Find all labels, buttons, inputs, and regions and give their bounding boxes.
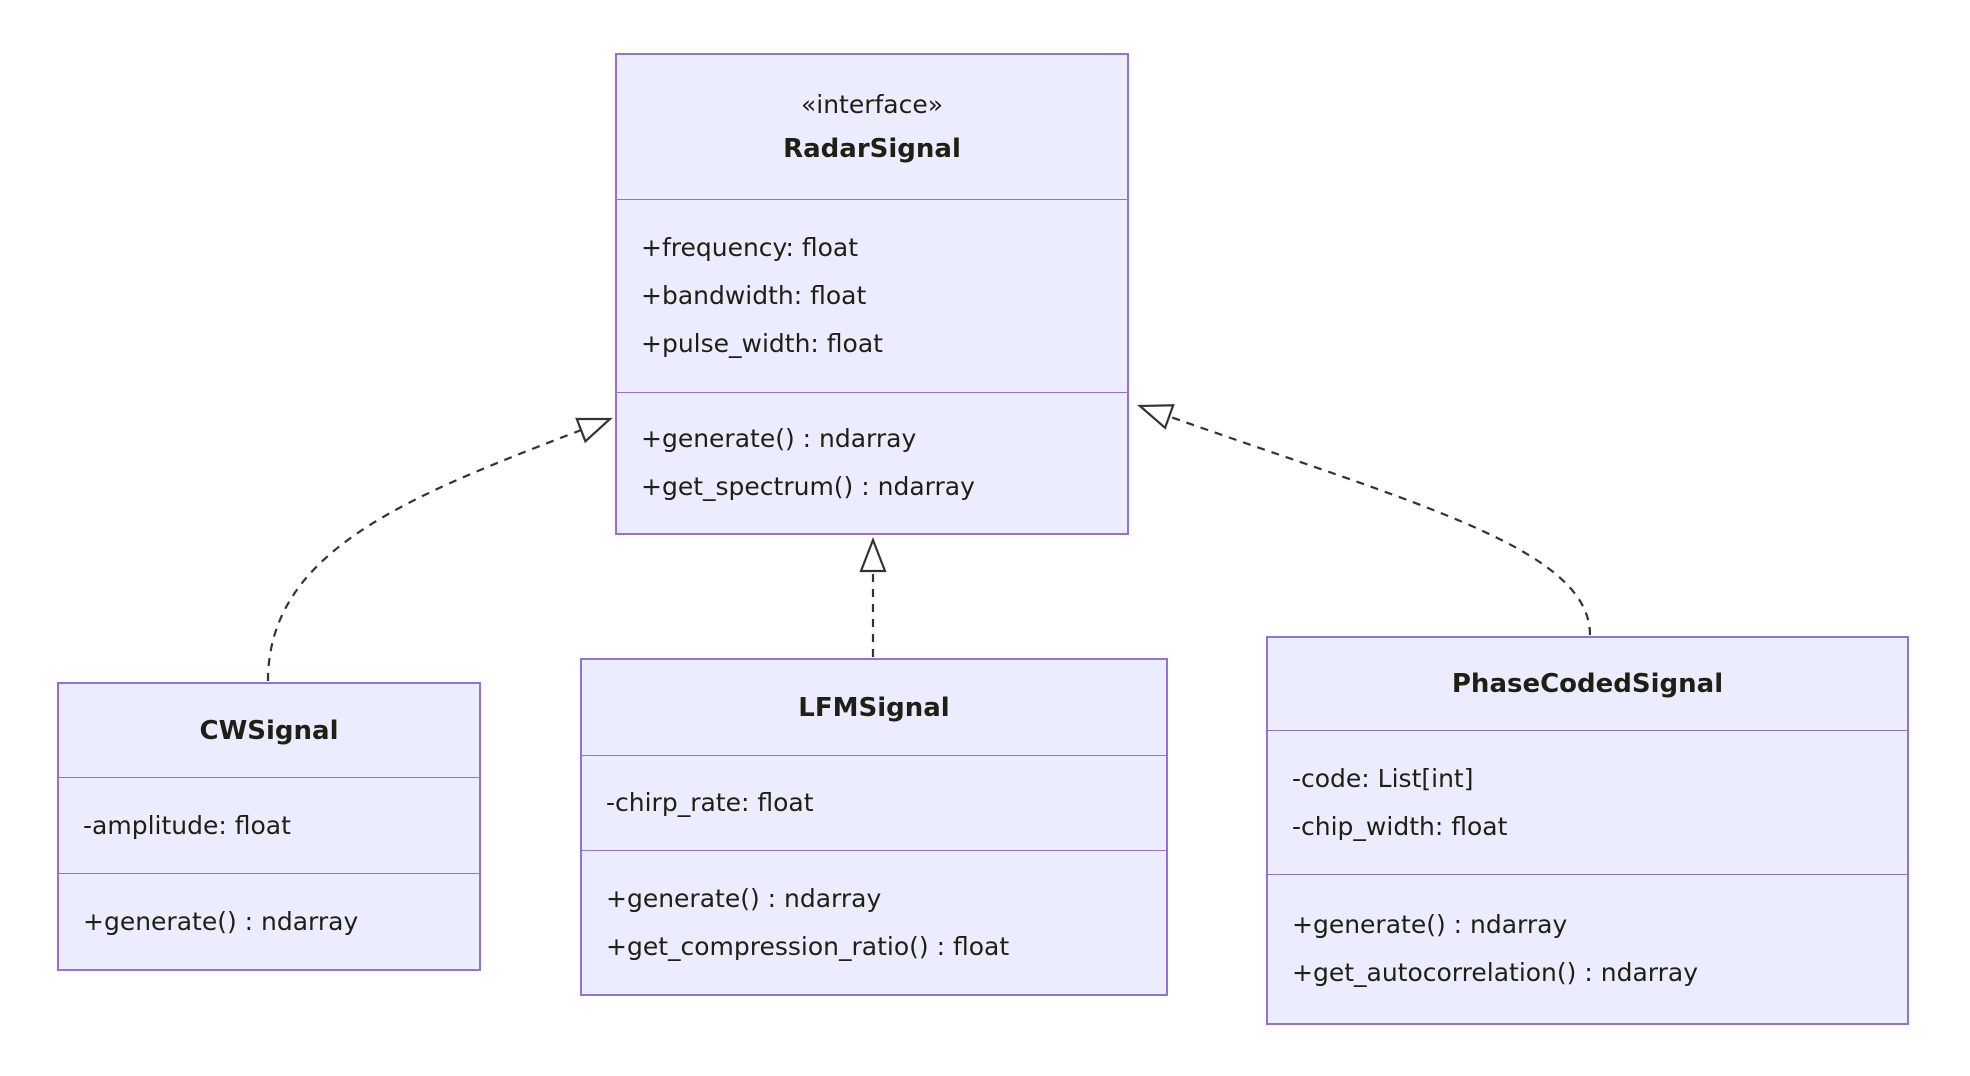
- class-header: LFMSignal: [582, 660, 1166, 756]
- attributes-section: -amplitude: float: [59, 778, 479, 874]
- attribute-row: +bandwidth: float: [641, 281, 867, 310]
- attribute-row: -amplitude: float: [83, 810, 291, 840]
- class-stereotype: «interface»: [800, 90, 944, 119]
- class-box-lfmsignal: LFMSignal -chirp_rate: float +generate()…: [580, 658, 1168, 996]
- methods-section: +generate() : ndarray +get_spectrum() : …: [617, 393, 1127, 533]
- method-row: +generate() : ndarray: [1292, 910, 1568, 939]
- class-box-cwsignal: CWSignal -amplitude: float +generate() :…: [57, 682, 481, 971]
- attribute-row: +frequency: float: [641, 233, 859, 262]
- class-header: CWSignal: [59, 684, 479, 778]
- attributes-section: +frequency: float +bandwidth: float +pul…: [617, 200, 1127, 393]
- attributes-section: -code: List[int] -chip_width: float: [1268, 731, 1907, 875]
- class-box-radarsignal: «interface» RadarSignal +frequency: floa…: [615, 53, 1129, 535]
- methods-section: +generate() : ndarray: [59, 874, 479, 969]
- attribute-row: +pulse_width: float: [641, 329, 883, 358]
- class-box-phasecodedsignal: PhaseCodedSignal -code: List[int] -chip_…: [1266, 636, 1909, 1025]
- method-row: +get_compression_ratio() : float: [606, 931, 1010, 961]
- class-header: «interface» RadarSignal: [617, 55, 1127, 200]
- class-name: CWSignal: [199, 715, 339, 746]
- method-row: +get_autocorrelation() : ndarray: [1292, 958, 1698, 987]
- attribute-row: -chip_width: float: [1292, 811, 1508, 841]
- method-row: +generate() : ndarray: [641, 424, 917, 453]
- realization-arrow-cwsignal: [266, 417, 613, 682]
- methods-section: +generate() : ndarray +get_compression_r…: [582, 851, 1166, 994]
- class-name: RadarSignal: [783, 134, 961, 164]
- class-name: LFMSignal: [798, 692, 950, 723]
- class-name: PhaseCodedSignal: [1451, 669, 1724, 699]
- attribute-row: -code: List[int]: [1292, 763, 1474, 793]
- method-row: +generate() : ndarray: [83, 906, 359, 936]
- method-row: +generate() : ndarray: [606, 883, 882, 913]
- realization-arrow-phasecodedsignal: [1137, 404, 1592, 636]
- class-header: PhaseCodedSignal: [1268, 638, 1907, 731]
- attributes-section: -chirp_rate: float: [582, 756, 1166, 851]
- methods-section: +generate() : ndarray +get_autocorrelati…: [1268, 875, 1907, 1023]
- attribute-row: -chirp_rate: float: [606, 788, 814, 817]
- method-row: +get_spectrum() : ndarray: [641, 472, 975, 501]
